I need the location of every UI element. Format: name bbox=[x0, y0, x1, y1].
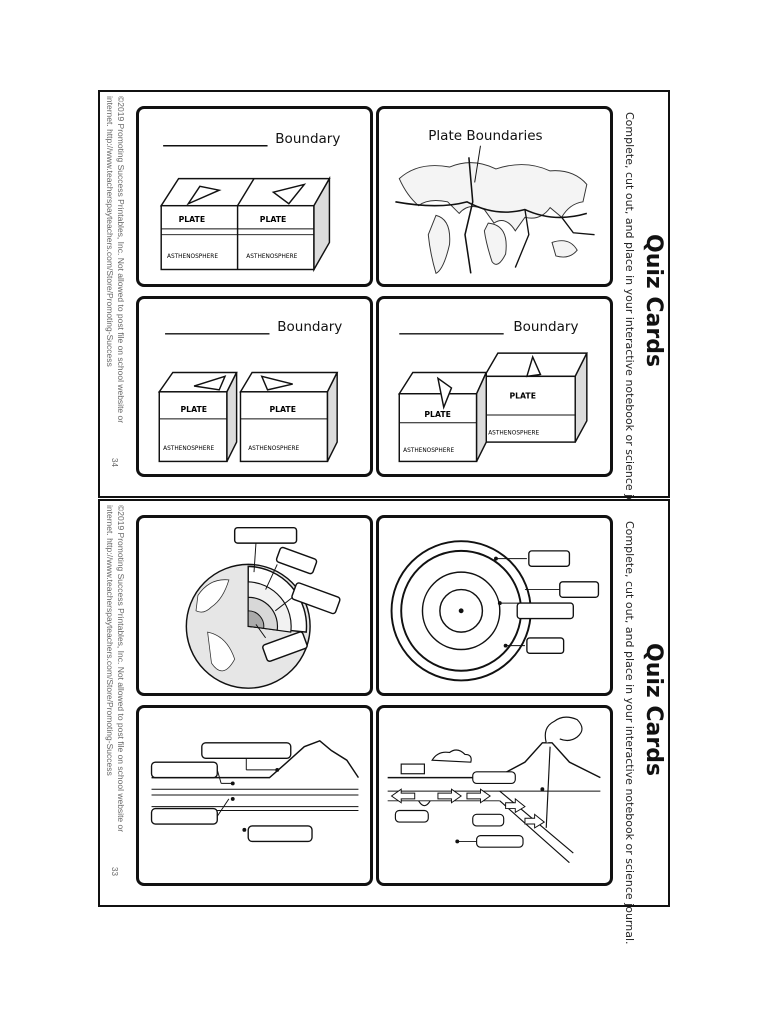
copyright-notice: ©2019 Promoting Success Printables, Inc.… bbox=[104, 505, 126, 865]
map-title: Plate Boundaries bbox=[428, 128, 542, 144]
asthenosphere-label: ASTHENOSPHERE bbox=[167, 254, 218, 260]
asthenosphere-label: ASTHENOSPHERE bbox=[488, 430, 539, 436]
quiz-card-plate-boundaries-map: Plate Boundaries bbox=[376, 106, 613, 287]
quiz-card-crust-cross-section bbox=[136, 705, 373, 886]
quiz-card-concentric-layers bbox=[376, 515, 613, 696]
blank-label-box bbox=[401, 764, 424, 774]
blank-label-box bbox=[477, 836, 523, 848]
blank-label-box bbox=[202, 743, 291, 758]
blank-label-box bbox=[517, 603, 573, 618]
boundary-label: Boundary bbox=[277, 319, 342, 335]
quiz-page-bottom: sample sample sample sample Quiz Cards C… bbox=[98, 499, 670, 907]
quiz-card-convergent-boundary: Boundary PLATE PLATE ASTHENOSPHERE ASTHE… bbox=[136, 296, 373, 477]
blank-label-box bbox=[276, 547, 318, 575]
plate-label: PLATE bbox=[424, 410, 451, 419]
asthenosphere-label: ASTHENOSPHERE bbox=[246, 254, 297, 260]
plate-label: PLATE bbox=[269, 405, 296, 414]
blank-label-box bbox=[473, 772, 516, 784]
asthenosphere-label: ASTHENOSPHERE bbox=[163, 446, 214, 452]
boundary-label: Boundary bbox=[513, 319, 578, 335]
blank-label-box bbox=[473, 814, 504, 826]
page-instructions: Complete, cut out, and place in your int… bbox=[623, 521, 636, 945]
asthenosphere-label: ASTHENOSPHERE bbox=[403, 448, 454, 454]
quiz-card-divergent-boundary: Boundary PLATE PLATE ASTHENOSPHERE ASTHE… bbox=[136, 106, 373, 287]
page-instructions: Complete, cut out, and place in your int… bbox=[623, 112, 636, 536]
quiz-card-transform-boundary: Boundary PLATE PLATE ASTHENOSPHERE ASTHE… bbox=[376, 296, 613, 477]
plate-label: PLATE bbox=[260, 215, 287, 224]
plate-label: PLATE bbox=[179, 215, 206, 224]
blank-label-box bbox=[560, 582, 599, 597]
page-title: Quiz Cards bbox=[641, 234, 666, 367]
page-number: 34 bbox=[110, 458, 119, 467]
blank-label-box bbox=[395, 810, 428, 822]
quiz-page-top: sample sample sample sample Quiz Cards C… bbox=[98, 90, 670, 498]
boundary-label: Boundary bbox=[275, 131, 340, 147]
blank-label-box bbox=[248, 826, 312, 841]
blank-label-box bbox=[152, 762, 218, 777]
blank-label-box bbox=[529, 551, 570, 566]
quiz-card-earth-layers bbox=[136, 515, 373, 696]
page-number: 33 bbox=[110, 867, 119, 876]
copyright-notice: ©2019 Promoting Success Printables, Inc.… bbox=[104, 96, 126, 456]
quiz-card-subduction-zone bbox=[376, 705, 613, 886]
asthenosphere-label: ASTHENOSPHERE bbox=[248, 446, 299, 452]
page-title: Quiz Cards bbox=[641, 643, 666, 776]
blank-label-box bbox=[527, 638, 564, 653]
plate-label: PLATE bbox=[181, 405, 208, 414]
plate-label: PLATE bbox=[509, 392, 536, 401]
blank-label-box bbox=[235, 528, 297, 543]
blank-label-box bbox=[152, 809, 218, 824]
